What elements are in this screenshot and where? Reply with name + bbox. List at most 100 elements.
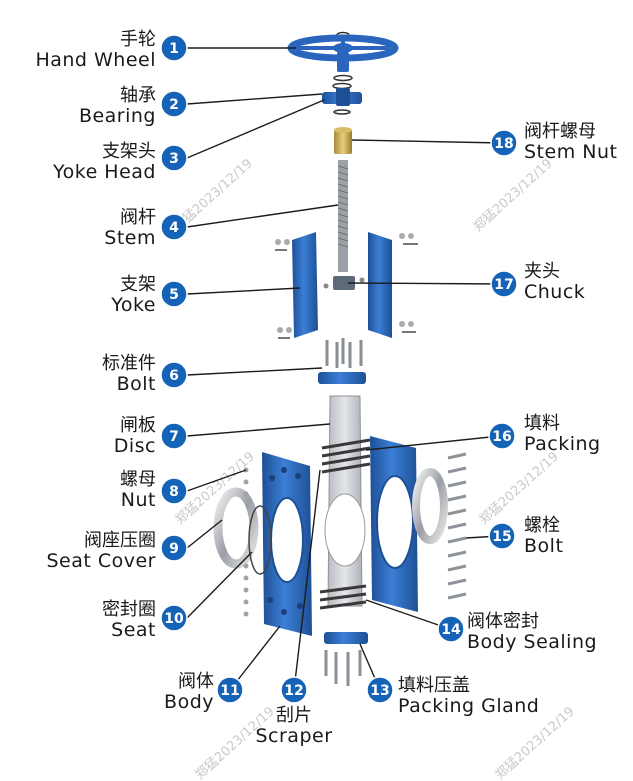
body-right-part <box>370 436 418 612</box>
label-cn: 填料压盖 <box>398 675 470 696</box>
number-badge-text: 18 <box>494 136 513 152</box>
nut-column <box>243 467 249 617</box>
number-badge <box>160 361 188 389</box>
number-badge <box>160 280 188 308</box>
bolt-column <box>447 452 467 600</box>
label-scraper: 刮片 Scraper <box>244 705 344 748</box>
watermark-text: 郑猛2023/12/19 <box>471 156 556 235</box>
label-cn: 螺母 <box>120 469 156 490</box>
number-badge-text: 7 <box>169 429 179 445</box>
number-badge <box>160 90 188 118</box>
number-badge-text: 11 <box>220 683 239 699</box>
label-packing: 填料 Packing <box>524 413 624 456</box>
number-badge <box>490 129 518 157</box>
label-bearing: 轴承 Bearing <box>22 85 156 128</box>
yoke-head-part <box>322 82 362 115</box>
label-body-sealing: 阀体密封 Body Sealing <box>467 611 627 654</box>
label-seat-cover: 阀座压圈 Seat Cover <box>10 530 156 573</box>
label-cn: 标准件 <box>102 353 156 374</box>
number-badge <box>216 676 244 704</box>
label-cn: 螺栓 <box>524 515 560 536</box>
number-badge <box>437 615 465 643</box>
label-cn: 手轮 <box>120 29 156 50</box>
label-cn: 轴承 <box>120 85 156 106</box>
number-badge-text: 4 <box>169 220 179 236</box>
chuck-part <box>323 276 365 290</box>
number-badge-text: 1 <box>169 41 179 57</box>
label-en: Seat Cover <box>46 550 156 573</box>
label-en: Bolt <box>524 535 564 558</box>
label-cn: 阀杆 <box>120 207 156 228</box>
stem-nut-part <box>334 127 352 154</box>
label-en: Seat <box>111 619 156 642</box>
label-en: Stem Nut <box>524 141 618 164</box>
number-badge-text: 9 <box>169 541 179 557</box>
label-en: Yoke Head <box>53 161 156 184</box>
number-badge-text: 12 <box>284 683 303 699</box>
number-badge <box>160 213 188 241</box>
label-en: Nut <box>120 489 156 512</box>
label-cn: 支架 <box>120 274 156 295</box>
label-en: Disc <box>113 435 156 458</box>
label-disc: 闸板 Disc <box>22 415 156 458</box>
number-badge-text: 8 <box>169 484 179 500</box>
number-badge-text: 17 <box>494 277 513 293</box>
label-stem: 阀杆 Stem <box>22 207 156 250</box>
number-badge <box>488 422 516 450</box>
label-en: Hand Wheel <box>35 49 156 72</box>
label-nut: 螺母 Nut <box>22 469 156 512</box>
number-badge <box>490 270 518 298</box>
number-badge-text: 6 <box>169 368 179 384</box>
label-en: Bolt <box>116 373 156 396</box>
number-badge <box>160 34 188 62</box>
label-cn: 阀座压圈 <box>84 530 156 551</box>
number-badge-text: 2 <box>169 97 179 113</box>
yoke-part <box>275 232 418 339</box>
number-badge-text: 14 <box>441 622 461 638</box>
label-en: Body Sealing <box>467 631 598 654</box>
label-body: 阀体 Body <box>130 671 214 714</box>
stem-part <box>337 160 349 272</box>
label-en: Scraper <box>255 725 333 748</box>
number-badge-text: 15 <box>492 529 511 545</box>
label-en: Chuck <box>524 281 586 304</box>
label-chuck: 夹头 Chuck <box>524 261 624 304</box>
label-cn: 阀体密封 <box>467 611 539 632</box>
number-badge <box>160 144 188 172</box>
number-badge-text: 5 <box>169 287 179 303</box>
label-cn: 阀杆螺母 <box>524 121 596 142</box>
seat-ring-right <box>412 468 448 544</box>
label-en: Stem <box>104 227 156 250</box>
label-yoke-head: 支架头 Yoke Head <box>22 141 156 184</box>
number-badge <box>160 477 188 505</box>
number-badge <box>160 604 188 632</box>
number-badge-text: 10 <box>164 611 184 627</box>
label-bolt-top: 标准件 Bolt <box>22 353 156 396</box>
packing-gland-bottom <box>324 632 368 686</box>
label-en: Bearing <box>78 105 156 128</box>
label-cn: 支架头 <box>102 141 156 162</box>
label-stem-nut: 阀杆螺母 Stem Nut <box>524 121 628 164</box>
number-badge <box>280 676 308 704</box>
label-cn: 闸板 <box>120 415 156 436</box>
label-en: Packing Gland <box>398 695 540 718</box>
seat-rings-left <box>213 487 272 575</box>
label-en: Body <box>164 691 214 714</box>
number-badge <box>160 534 188 562</box>
number-badge-text: 3 <box>169 151 179 167</box>
label-yoke: 支架 Yoke <box>22 274 156 316</box>
number-badge <box>488 522 516 550</box>
number-badge <box>366 676 394 704</box>
label-cn: 夹头 <box>524 261 560 282</box>
bolt-set-top <box>325 338 363 368</box>
body-left-part <box>262 452 312 636</box>
label-en: Packing <box>524 433 601 456</box>
label-cn: 阀体 <box>178 671 214 692</box>
number-badge <box>160 422 188 450</box>
number-badge-text: 13 <box>370 683 389 699</box>
label-cn: 填料 <box>524 413 560 434</box>
number-badge-text: 16 <box>492 429 511 445</box>
